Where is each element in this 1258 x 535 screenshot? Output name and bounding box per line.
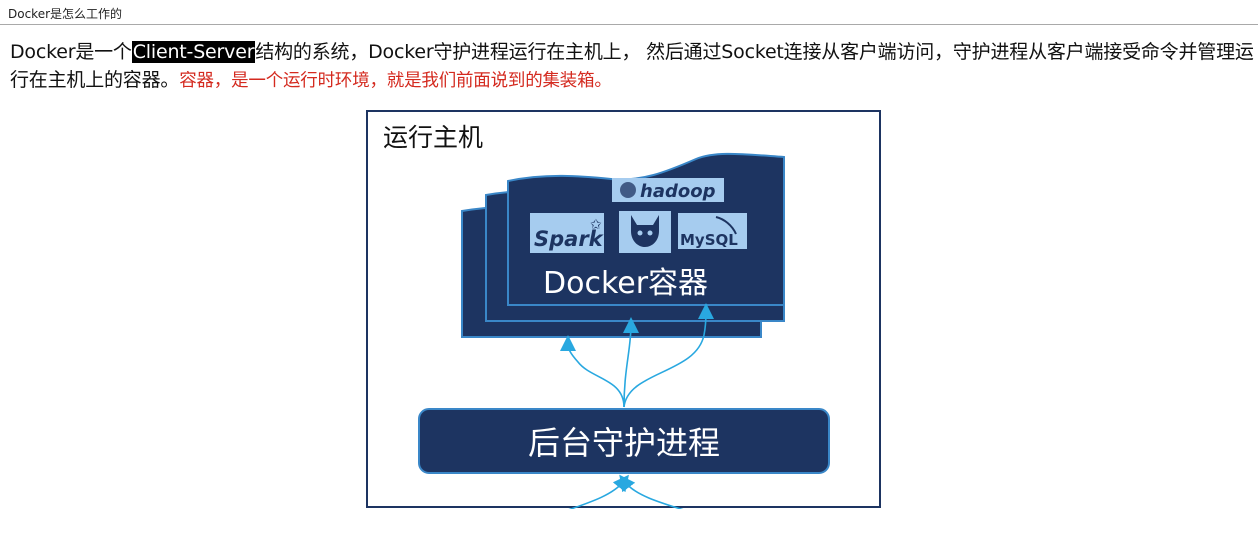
svg-text:hadoop: hadoop bbox=[640, 181, 716, 202]
arrow-to-front-container bbox=[623, 303, 714, 408]
paragraph-text-1: Docker是一个 bbox=[10, 41, 132, 63]
page-title: Docker是怎么工作的 bbox=[8, 7, 123, 21]
red-note-text: 容器，是一个运行时环境，就是我们前面说到的集装箱。 bbox=[179, 71, 612, 91]
hadoop-logo: hadoop bbox=[612, 178, 724, 202]
container-label: Docker容器 bbox=[543, 266, 708, 301]
highlighted-text: Client-Server bbox=[131, 41, 256, 63]
mysql-logo: MySQL bbox=[678, 213, 747, 249]
host-label: 运行主机 bbox=[383, 123, 483, 152]
arrow-to-middle-container bbox=[622, 317, 639, 408]
arrow-from-client-right bbox=[619, 474, 684, 509]
svg-text:Spark: Spark bbox=[534, 227, 605, 251]
page-header: Docker是怎么工作的 bbox=[0, 0, 1258, 25]
daemon-box bbox=[418, 408, 830, 474]
paragraph: Docker是一个Client-Server结构的系统，Docker守护进程运行… bbox=[10, 38, 1255, 95]
daemon-label: 后台守护进程 bbox=[528, 424, 720, 462]
tomcat-logo bbox=[619, 211, 671, 253]
arrow-from-client-left bbox=[568, 474, 629, 509]
spark-logo: Spark ✩ bbox=[530, 213, 605, 253]
arrow-to-back-container bbox=[560, 335, 625, 408]
docker-architecture-diagram: 运行主机 hadoop Spark ✩ MySQL Docker容器 bbox=[366, 109, 882, 509]
paragraph-text-2: 结构的系统，Docker守护进程运行在主机上， 然后通过Socket连接从客户端… bbox=[10, 41, 1254, 91]
svg-text:✩: ✩ bbox=[590, 217, 602, 233]
svg-text:MySQL: MySQL bbox=[680, 231, 738, 249]
